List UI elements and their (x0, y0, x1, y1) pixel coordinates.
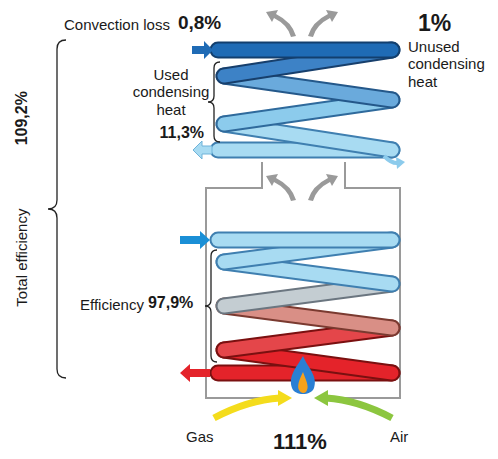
curly-brace (208, 62, 220, 142)
heat-arrows (266, 10, 338, 201)
text-label: Gas (186, 428, 214, 445)
pipe-outline (218, 232, 392, 249)
heat-exchanger-coils (218, 50, 392, 373)
pipe-arrows (180, 41, 405, 382)
brackets (48, 40, 220, 378)
value-label: 1% (418, 10, 451, 36)
burner-flame (291, 356, 315, 394)
value-label: 0,8% (178, 12, 221, 34)
text-label: Air (390, 428, 408, 445)
value-label: 97,9% (148, 294, 193, 312)
curly-brace (205, 250, 217, 362)
value-label: 109,2% (13, 91, 31, 145)
value-label: 11,3% (160, 124, 204, 142)
text-label: Unused condensing heat (408, 38, 492, 90)
curly-brace (48, 40, 66, 378)
pipe (218, 44, 392, 57)
text-label: Total efficiency (13, 209, 30, 307)
text-label: Efficiency (80, 296, 144, 313)
gas-air-arrows (214, 390, 392, 418)
text-label: Convection loss (64, 16, 170, 33)
text-label: Used condensing heat (132, 66, 210, 118)
value-label: 111% (273, 429, 327, 454)
pipe (218, 234, 392, 247)
pipe-outline (218, 42, 392, 59)
housing-outline (206, 162, 400, 398)
